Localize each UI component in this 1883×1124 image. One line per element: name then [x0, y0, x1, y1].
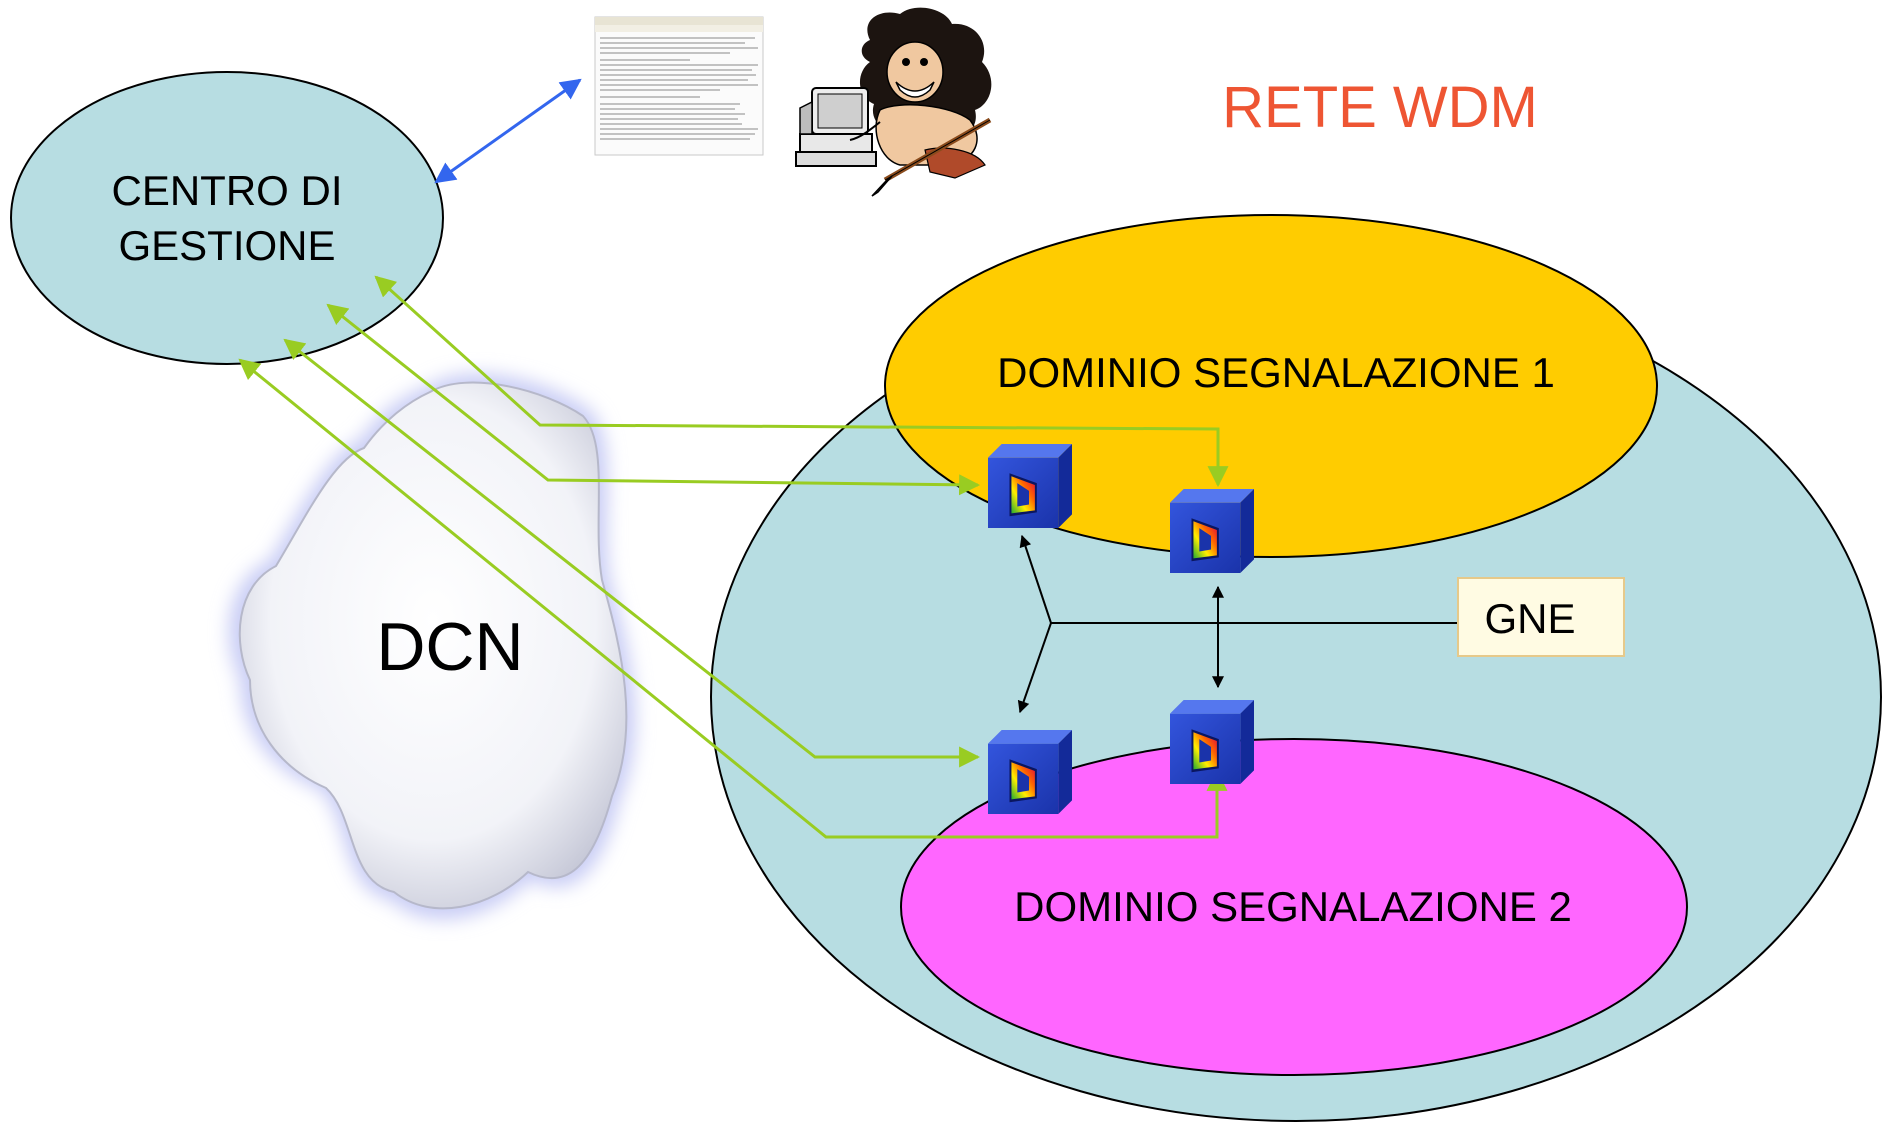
centro-di-gestione-ellipse [10, 71, 444, 365]
caveman-operator-icon [795, 7, 992, 197]
link-node-d2-right [238, 358, 1228, 839]
dcn-label: DCN [376, 609, 523, 685]
rete-wdm-title: RETE WDM [1222, 75, 1538, 140]
blue-link-terminal [434, 78, 582, 184]
optical-node-icon [988, 730, 1072, 814]
gne-label: GNE [1484, 595, 1575, 642]
dominio-segnalazione-2-label: DOMINIO SEGNALAZIONE 2 [1014, 883, 1572, 930]
dominio-segnalazione-2-ellipse [900, 738, 1688, 1076]
optical-node-icon [1170, 700, 1254, 784]
optical-node-icon [988, 444, 1072, 528]
terminal-screenshot-icon [594, 16, 764, 156]
management-links [238, 275, 1229, 839]
optical-node-icon [1170, 489, 1254, 573]
gne-box: GNE [1457, 577, 1625, 657]
centro-di-gestione-label-line1: CENTRO DI [112, 167, 343, 214]
dominio-segnalazione-1-label: DOMINIO SEGNALAZIONE 1 [997, 349, 1555, 396]
centro-di-gestione-label-line2: GESTIONE [118, 222, 335, 269]
